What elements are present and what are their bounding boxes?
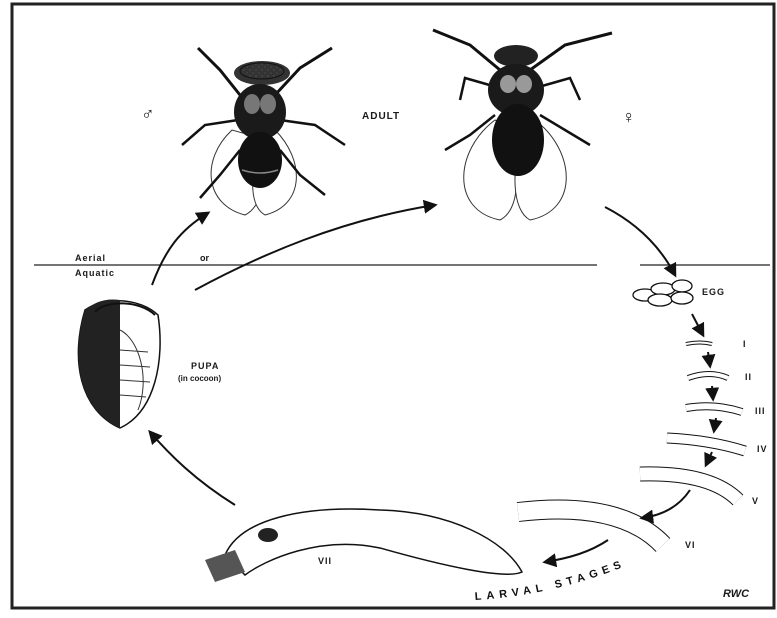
female-adult-fly xyxy=(433,30,612,220)
aerial-label: Aerial xyxy=(75,253,106,263)
larva-instar-1 xyxy=(686,343,712,345)
instar-label-4: IV xyxy=(757,444,768,454)
egg-label: EGG xyxy=(702,287,725,297)
aquatic-label: Aquatic xyxy=(75,268,115,278)
instar4-to-5-arrow xyxy=(706,452,712,465)
instar-label-3: III xyxy=(755,406,766,416)
instar6-to-7-arrow xyxy=(545,540,608,562)
or-label: or xyxy=(200,253,209,263)
instar-label-2: II xyxy=(745,372,752,382)
instar-label-5: V xyxy=(752,496,759,506)
adult-label: ADULT xyxy=(362,111,400,122)
signature-label: RWC xyxy=(723,588,749,600)
larva-instar-7 xyxy=(205,509,522,582)
instar1-to-2-arrow xyxy=(708,352,710,366)
pupa-to-male-arrow xyxy=(152,213,208,285)
larva-instar-6 xyxy=(518,509,663,545)
larva-instar-4 xyxy=(667,438,745,451)
egg-cluster xyxy=(633,280,693,306)
male-symbol: ♂ xyxy=(141,104,155,125)
larva-instar-2 xyxy=(688,374,728,378)
instar-label-1: I xyxy=(743,339,747,349)
egg-to-instar1-arrow xyxy=(692,314,703,335)
pupa-to-female-arrow xyxy=(195,205,435,290)
pupa-in-cocoon xyxy=(78,299,160,428)
instar2-to-3-arrow xyxy=(712,386,713,399)
instar3-to-4-arrow xyxy=(714,418,716,431)
larva-to-pupa-arrow xyxy=(150,432,235,505)
larva-instar-5 xyxy=(640,474,738,500)
instar-label-7: VII xyxy=(318,556,332,566)
larva-instar-3 xyxy=(686,406,742,412)
male-adult-fly xyxy=(182,48,345,215)
pupa-note-label: (in cocoon) xyxy=(178,374,221,383)
instar5-to-6-arrow xyxy=(642,490,690,518)
pupa-label: PUPA xyxy=(191,361,219,371)
instar-label-6: VI xyxy=(685,540,696,550)
female-symbol: ♀ xyxy=(622,107,636,128)
